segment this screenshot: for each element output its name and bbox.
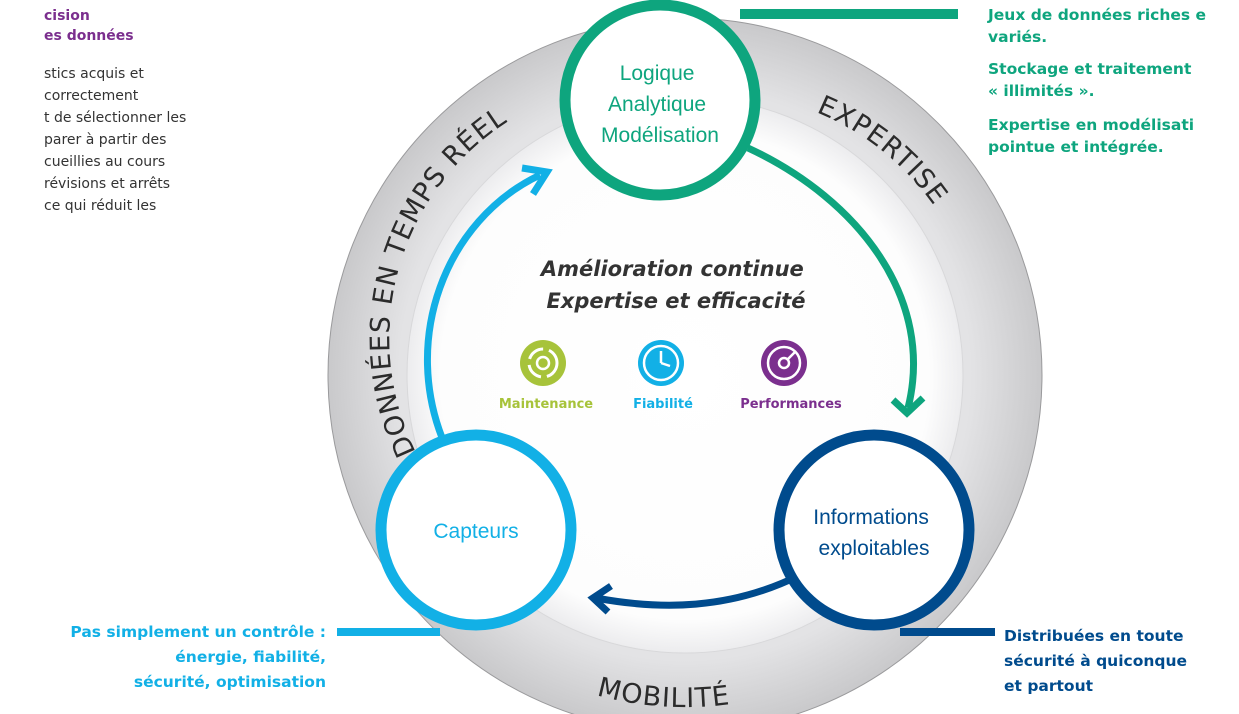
right-text-line: variés. [988,28,1048,46]
node-right-circle [773,429,975,631]
right-text-line: « illimités ». [988,82,1095,100]
node-top-line: Modélisation [601,124,719,147]
clock-icon [638,340,684,386]
icon-label-performances: Performances [740,397,842,412]
bottom-right-line: Distribuées en toute [1004,627,1184,645]
node-top-label: Logique Analytique Modélisation [601,62,719,147]
bottom-right-text-block: Distribuées en toute sécurité à quiconqu… [1004,624,1234,699]
node-left-label: Capteurs [433,520,518,543]
left-body-line: révisions et arrêts [44,176,171,192]
arrow-right-to-left [595,571,802,609]
maintenance-icon [520,340,566,386]
center-title: Amélioration continue Expertise et effic… [539,257,811,313]
right-text-line: Jeux de données riches e [988,6,1206,24]
right-text-line: Stockage et traitement [988,60,1192,78]
left-heading: cision es données [44,6,304,46]
right-text-line: pointue et intégrée. [988,138,1164,156]
left-body-line: ce qui réduit les [44,198,157,214]
arrowhead-top-to-right [890,395,926,418]
bottom-right-line: sécurité à quiconque [1004,652,1188,670]
left-body-text: stics acquis et correctement t de sélect… [44,63,244,217]
right-text-block: Jeux de données riches e variés. Stockag… [988,4,1239,158]
node-top-line: Analytique [608,93,706,116]
node-right-label: Informations exploitables [813,506,934,560]
left-body-line: correctement [44,88,139,104]
icon-label-maintenance: Maintenance [499,397,593,412]
bottom-left-line: énergie, fiabilité, [175,648,326,666]
icon-label-fiabilite: Fiabilité [633,397,693,412]
bottom-right-line: et partout [1004,677,1094,695]
arrowhead-left-to-top [521,164,553,196]
left-body-line: stics acquis et [44,66,144,82]
node-left-line: Capteurs [433,520,518,543]
bottom-left-text-block: Pas simplement un contrôle : énergie, fi… [20,620,326,695]
right-text-line: Expertise en modélisati [988,116,1195,134]
node-right-line: exploitables [819,537,930,560]
node-right-line: Informations [813,506,929,529]
arrow-top-to-right [746,144,917,409]
bottom-left-line: Pas simplement un contrôle : [70,623,326,641]
left-heading-line: cision [44,8,90,24]
node-top-circle [559,0,761,201]
left-body-line: cueillies au cours [44,154,166,170]
center-title-line: Expertise et efficacité [546,289,805,313]
left-body-line: parer à partir des [44,132,167,148]
arrowhead-right-to-left [587,583,613,615]
node-top-line: Logique [620,62,695,85]
bottom-left-line: sécurité, optimisation [133,673,326,691]
arrow-left-to-top [423,171,542,447]
center-title-line: Amélioration continue [539,257,804,281]
left-body-line: t de sélectionner les [44,110,187,126]
node-left-circle [375,429,577,631]
gauge-icon [761,340,807,386]
left-heading-line: es données [44,28,134,44]
